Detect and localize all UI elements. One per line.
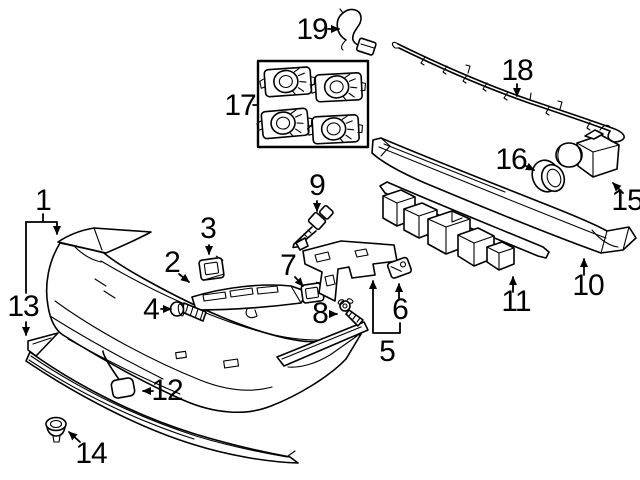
leader-1 — [25, 213, 57, 234]
part-wire-harness — [391, 41, 625, 143]
part-tow-cap — [102, 350, 136, 399]
part-lower-garnish — [25, 332, 299, 464]
part-push-pin-8 — [337, 298, 364, 327]
part-bracket-rail — [191, 284, 309, 319]
part-clip-6 — [386, 256, 413, 279]
leader-14 — [68, 431, 81, 443]
part-push-clip-14 — [45, 416, 67, 443]
part-side-spacer — [276, 237, 398, 367]
part-absorber — [379, 181, 550, 271]
leader-16 — [525, 162, 535, 171]
leader-2 — [178, 273, 190, 283]
part-impact-bar — [371, 137, 637, 254]
leader-lines — [25, 25, 624, 443]
part-harness-clip — [336, 8, 377, 56]
part-screw — [292, 204, 334, 249]
part-clip-3 — [198, 255, 225, 281]
leader-5 — [373, 281, 401, 334]
leader-7 — [294, 276, 304, 287]
part-bumper-cover — [45, 227, 362, 414]
part-sensor-ring — [531, 159, 566, 193]
part-clip-7 — [300, 281, 325, 304]
part-bracket-box — [255, 59, 370, 149]
leader-15 — [612, 182, 624, 194]
part-parking-sensor — [555, 124, 620, 178]
